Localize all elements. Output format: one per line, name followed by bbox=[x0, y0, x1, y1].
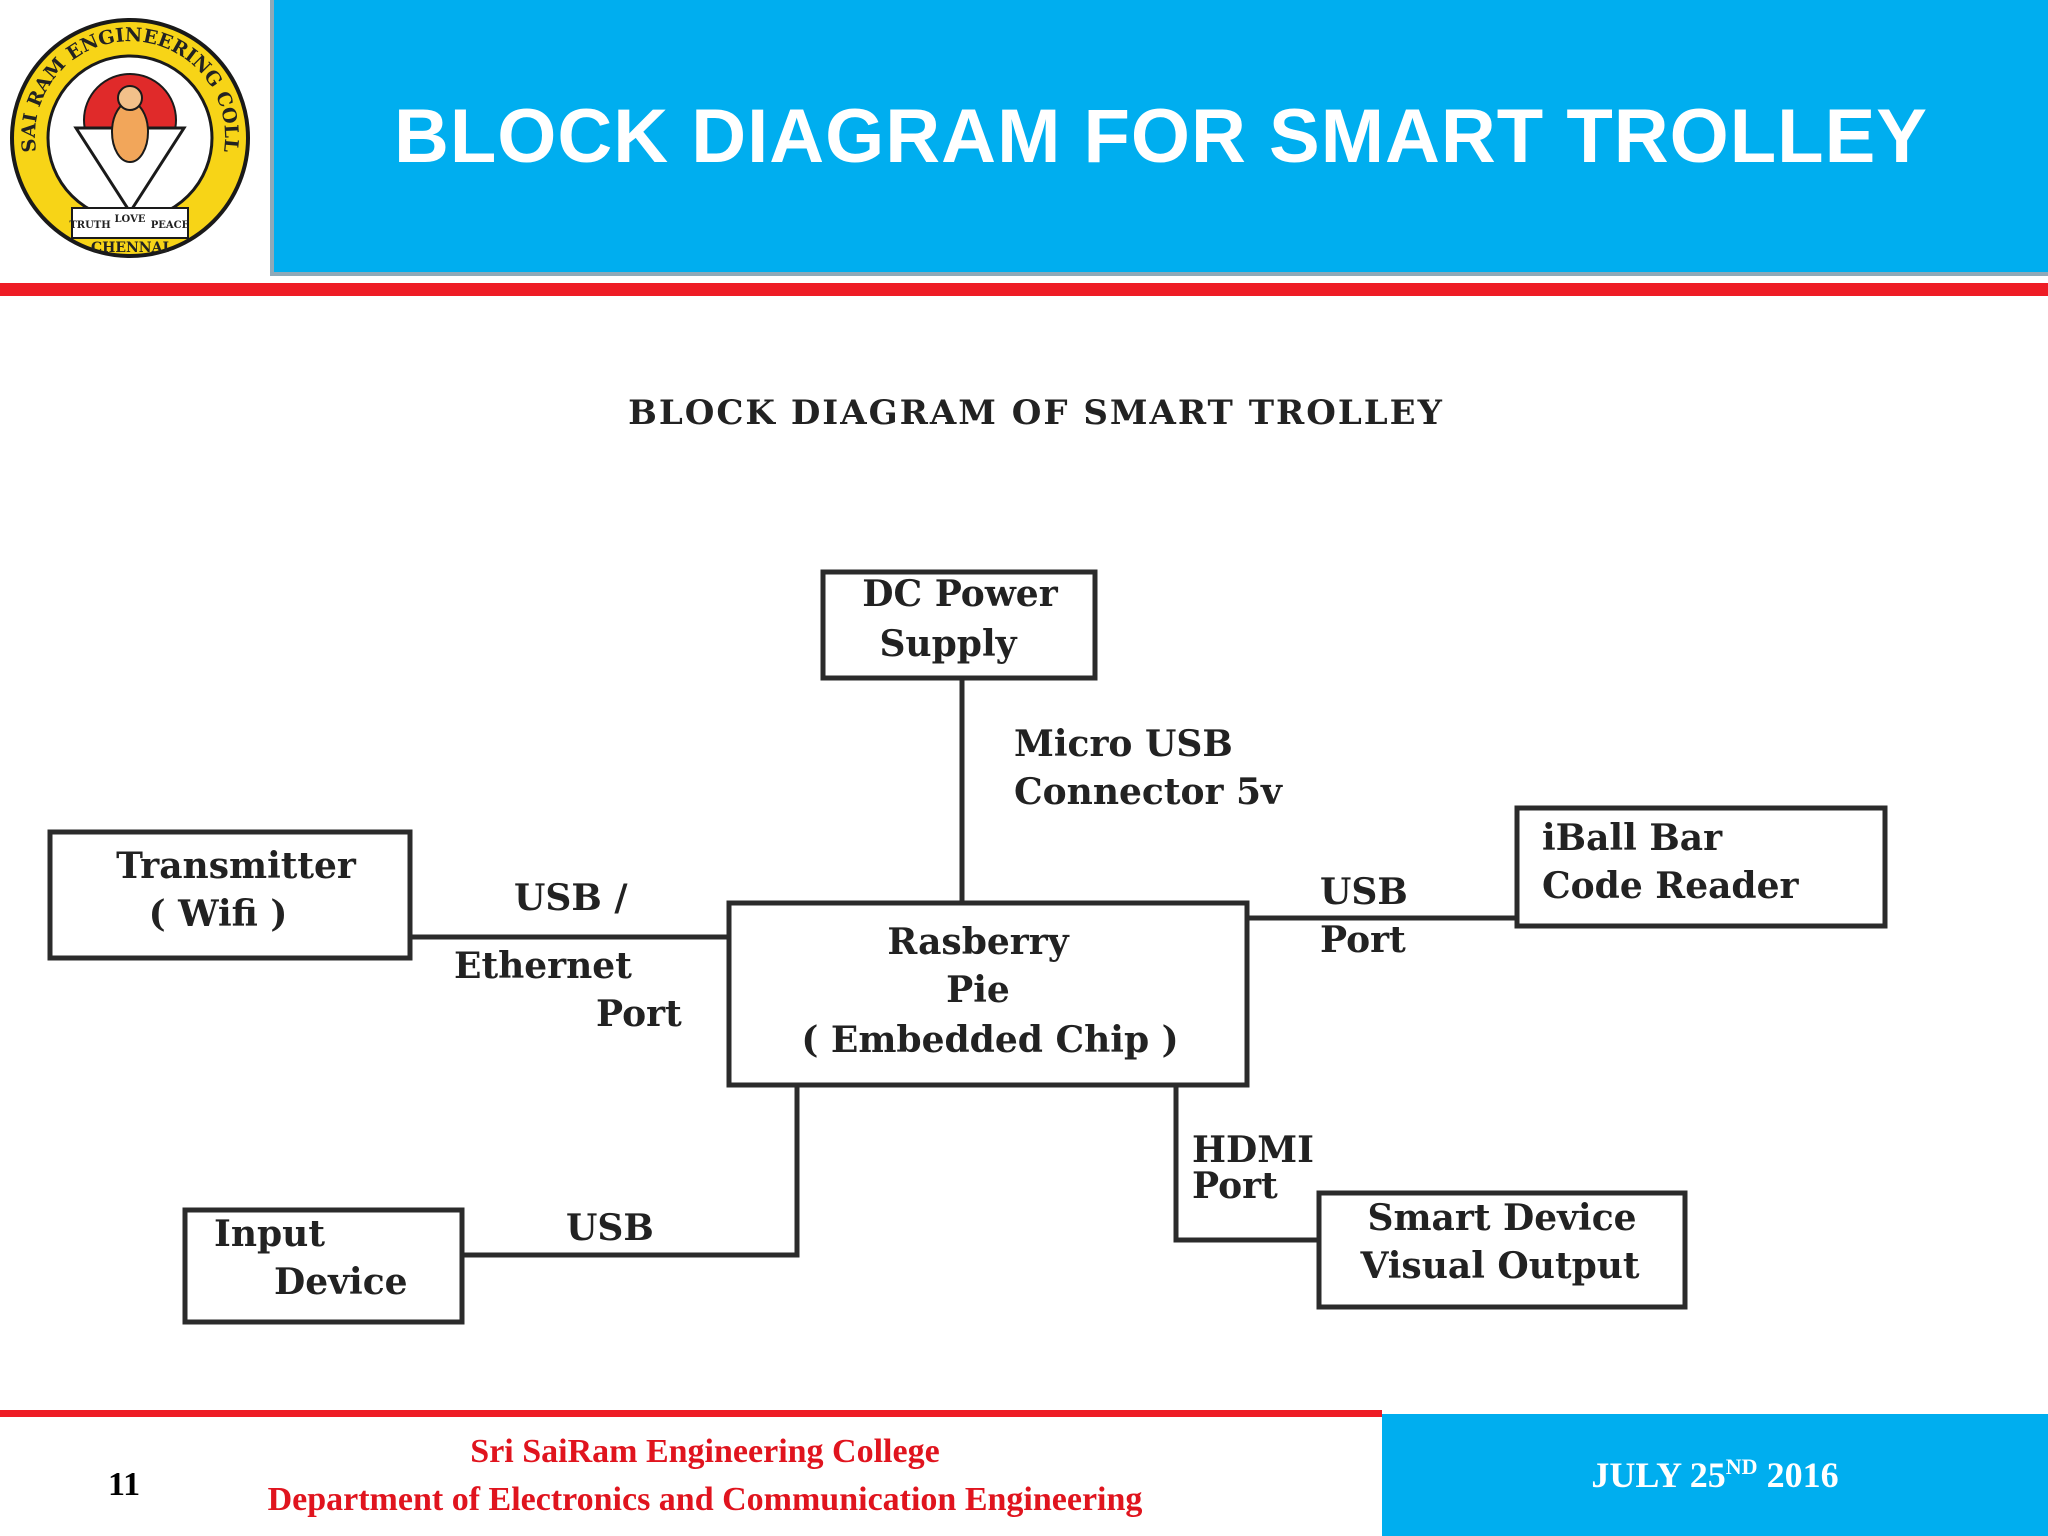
transmitter-link-label-1: USB / bbox=[514, 877, 628, 919]
connector-input bbox=[462, 1085, 800, 1258]
block-smart-device bbox=[1316, 1190, 1688, 1310]
input-link-label: USB bbox=[566, 1207, 654, 1249]
raspberry-label-3: ( Embedded Chip ) bbox=[801, 1019, 1178, 1061]
bottom-red-divider bbox=[0, 1410, 1382, 1417]
block-diagram: BLOCK DIAGRAM OF SMART TROLLEY DC Power … bbox=[47, 393, 1888, 1325]
smart-device-link-label-2: Port bbox=[1192, 1165, 1278, 1207]
footer-college-name: Sri SaiRam Engineering College bbox=[470, 1433, 940, 1470]
logo-ribbon-love: LOVE bbox=[115, 214, 146, 225]
logo-ribbon-peace: PEACE bbox=[151, 220, 190, 231]
block-transmitter bbox=[47, 829, 413, 961]
power-link-label-2: Connector 5v bbox=[1014, 771, 1283, 813]
top-red-divider bbox=[0, 283, 2048, 296]
connector-smart-device bbox=[1173, 1085, 1319, 1243]
transmitter-label-1: Transmitter bbox=[116, 845, 357, 887]
transmitter-link-label-2: Ethernet bbox=[454, 945, 632, 987]
slide-title: BLOCK DIAGRAM FOR SMART TROLLEY bbox=[393, 93, 1928, 179]
barcode-link-label-2: Port bbox=[1320, 919, 1406, 961]
footer-department-name: Department of Electronics and Communicat… bbox=[267, 1481, 1143, 1518]
smart-device-label-2: Visual Output bbox=[1359, 1245, 1639, 1287]
date-year: 2016 bbox=[1757, 1455, 1839, 1495]
barcode-link-label-1: USB bbox=[1320, 871, 1408, 913]
smart-device-label-1: Smart Device bbox=[1367, 1197, 1636, 1239]
raspberry-label-2: Pie bbox=[946, 969, 1010, 1011]
college-emblem-icon: SRI SAI RAM ENGINEERING COLLEGE TRUTH LO… bbox=[0, 0, 250, 258]
logo-city-text: CHENNAI bbox=[91, 240, 169, 256]
date-prefix: JULY 25 bbox=[1591, 1455, 1726, 1495]
transmitter-link-label-3: Port bbox=[596, 993, 682, 1035]
input-label-1: Input bbox=[214, 1213, 325, 1255]
dc-power-label-2: Supply bbox=[879, 623, 1017, 665]
logo-ribbon-truth: TRUTH bbox=[69, 220, 110, 231]
page-number: 11 bbox=[108, 1466, 141, 1503]
block-dc-power bbox=[820, 569, 1098, 681]
barcode-label-1: iBall Bar bbox=[1542, 817, 1723, 859]
college-logo: SRI SAI RAM ENGINEERING COLLEGE TRUTH LO… bbox=[0, 0, 270, 278]
power-link-label-1: Micro USB bbox=[1014, 723, 1233, 765]
footer-date-panel: JULY 25ND 2016 bbox=[1382, 1414, 2048, 1536]
footer-institution: Sri SaiRam Engineering College Departmen… bbox=[180, 1428, 1230, 1524]
block-input-device bbox=[182, 1207, 465, 1325]
diagram-heading: BLOCK DIAGRAM OF SMART TROLLEY bbox=[628, 393, 1444, 433]
title-bar: BLOCK DIAGRAM FOR SMART TROLLEY bbox=[270, 0, 2048, 276]
barcode-label-2: Code Reader bbox=[1542, 865, 1799, 907]
footer-date: JULY 25ND 2016 bbox=[1591, 1454, 1838, 1496]
smart-device-link-label-1: HDMI bbox=[1192, 1129, 1314, 1171]
date-suffix: ND bbox=[1725, 1454, 1758, 1479]
transmitter-label-2: ( Wifi ) bbox=[149, 893, 288, 935]
raspberry-label-1: Rasberry bbox=[887, 921, 1069, 963]
block-barcode-reader bbox=[1514, 805, 1888, 929]
dc-power-label-1: DC Power bbox=[862, 573, 1058, 615]
input-label-2: Device bbox=[274, 1261, 408, 1303]
block-raspberry-pi bbox=[726, 900, 1250, 1088]
